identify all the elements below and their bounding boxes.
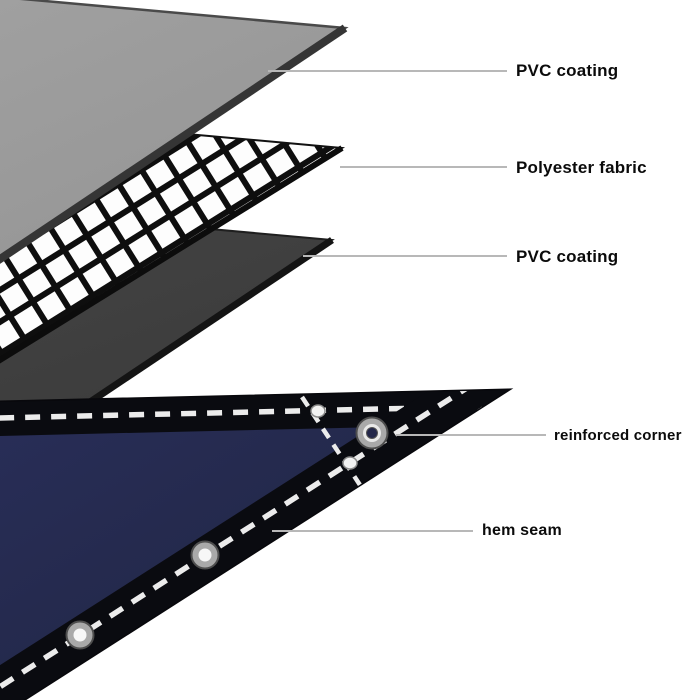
pvc-bottom-sheet-edge bbox=[0, 237, 334, 467]
pvc-top-sheet bbox=[0, 0, 349, 261]
corner-rivet-1 bbox=[310, 404, 326, 418]
label-pvc-coating-top: PVC coating bbox=[516, 61, 619, 80]
corner-grommet bbox=[355, 416, 389, 450]
label-reinforced-corner: reinforced corner bbox=[554, 427, 682, 444]
label-polyester-fabric: Polyester fabric bbox=[516, 158, 647, 177]
corner-grommet-hole bbox=[366, 427, 378, 439]
polyester-mesh-edge bbox=[0, 145, 344, 364]
label-hem-seam: hem seam bbox=[482, 522, 562, 539]
hem-grommet-2-hole bbox=[73, 628, 87, 642]
top-hem-stitching bbox=[0, 403, 508, 428]
hem-grommet-2 bbox=[65, 620, 95, 650]
layer-pvc-coating-top bbox=[0, 0, 349, 264]
hem-grommet-1 bbox=[190, 540, 220, 570]
corner-rivet-2 bbox=[342, 456, 358, 470]
label-pvc-coating-bottom: PVC coating bbox=[516, 247, 619, 266]
hem-grommet-1-hole bbox=[198, 548, 212, 562]
pvc-top-sheet-edge bbox=[0, 24, 348, 264]
layer-tarpaulin bbox=[0, 388, 514, 700]
